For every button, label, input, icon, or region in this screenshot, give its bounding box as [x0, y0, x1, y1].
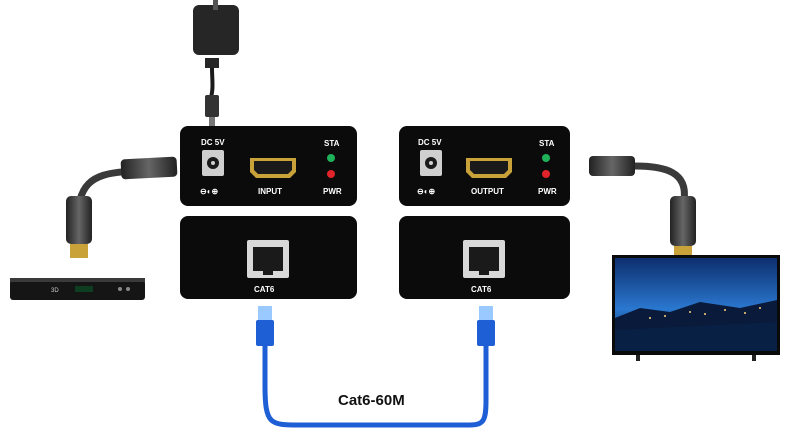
- power-adapter: [193, 0, 239, 127]
- cat6-cable: Cat6-60M: [256, 306, 495, 428]
- transmitter-status-label: STA: [324, 139, 340, 148]
- receiver-lan-label: CAT6: [471, 285, 492, 294]
- receiver-power-label: DC 5V: [418, 138, 442, 147]
- transmitter-lan-label: CAT6: [254, 285, 275, 294]
- source-player: 3D: [10, 278, 145, 300]
- cat6-cable-line: [262, 340, 489, 428]
- power-led-icon: [327, 170, 335, 178]
- transmitter-power-led-label: PWR: [323, 187, 342, 196]
- transmitter-port-label: INPUT: [258, 187, 282, 196]
- hdmi-cable-source: [66, 156, 178, 258]
- hdmi-cable-display: [589, 156, 696, 258]
- rj45-port-icon: [247, 240, 289, 278]
- transmitter-power-label: DC 5V: [201, 138, 225, 147]
- hdmi-output-port-icon: [466, 158, 512, 178]
- status-led-icon: [327, 154, 335, 162]
- receiver: DC 5V ⊖◐⊕ OUTPUT STA PWR CAT6: [399, 126, 570, 299]
- power-led-icon: [542, 170, 550, 178]
- rj45-plug-right-icon: [477, 306, 495, 346]
- cable-length-label: Cat6-60M: [338, 392, 405, 409]
- transmitter-polarity: ⊖◐⊕: [200, 187, 219, 196]
- rj45-plug-left-icon: [256, 306, 274, 346]
- player-badge: 3D: [51, 288, 59, 294]
- receiver-power-led-label: PWR: [538, 187, 557, 196]
- rj45-port-icon: [463, 240, 505, 278]
- hdmi-input-port-icon: [250, 158, 296, 178]
- television: [612, 255, 780, 361]
- receiver-status-label: STA: [539, 139, 555, 148]
- status-led-icon: [542, 154, 550, 162]
- receiver-polarity: ⊖◐⊕: [417, 187, 436, 196]
- transmitter: DC 5V ⊖◐⊕ INPUT STA PWR CAT6: [180, 126, 357, 299]
- receiver-port-label: OUTPUT: [471, 187, 504, 196]
